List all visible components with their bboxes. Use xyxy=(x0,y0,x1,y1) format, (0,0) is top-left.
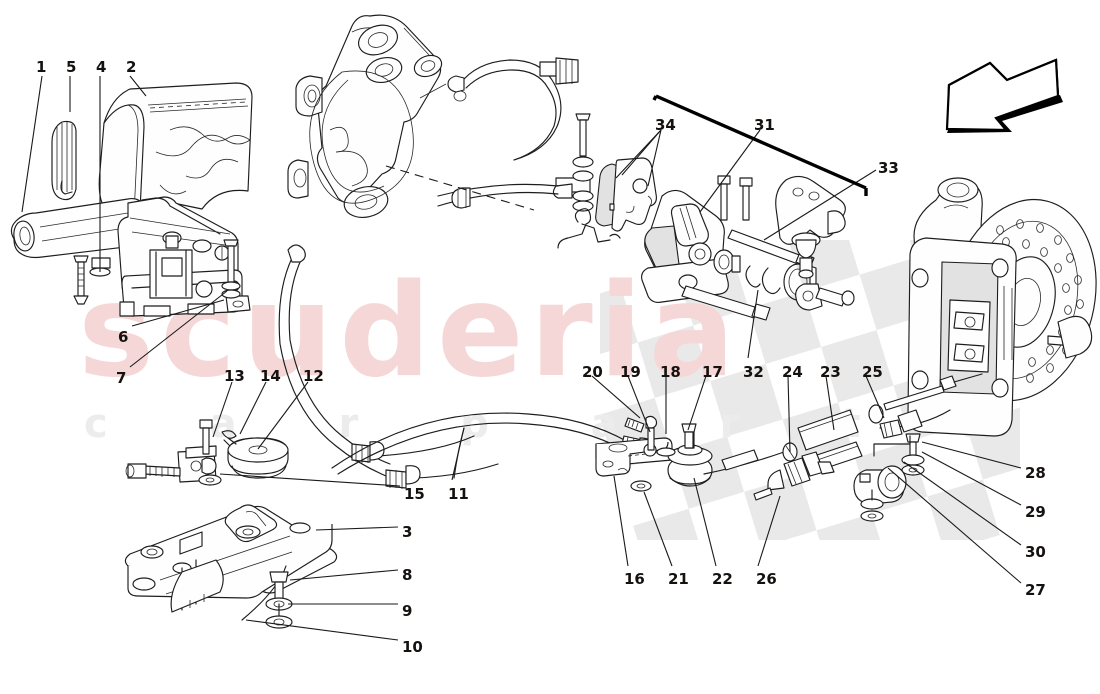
callout-number-24: 24 xyxy=(782,363,803,381)
leader-line-30 xyxy=(903,461,1022,546)
part-16-rod-bracket xyxy=(595,415,713,492)
callout-number-23: 23 xyxy=(820,363,841,381)
leader-line-12 xyxy=(257,381,309,450)
callout-number-6: 6 xyxy=(118,328,129,346)
leader-line-31 xyxy=(699,129,761,213)
part-31-handbrake-caliper xyxy=(641,175,855,321)
part-33-caliper-support-arm xyxy=(775,175,846,279)
callout-number-8: 8 xyxy=(402,566,413,584)
part-1-handbrake-lever xyxy=(10,196,251,317)
callout-number-32: 32 xyxy=(743,363,764,381)
leader-line-29 xyxy=(921,451,1022,506)
callout-34-bracket xyxy=(615,129,662,187)
leader-line-1 xyxy=(21,75,43,213)
callout-number-16: 16 xyxy=(624,570,645,588)
callout-leader-lines xyxy=(21,75,1022,641)
callout-number-18: 18 xyxy=(660,363,681,381)
leader-line-17 xyxy=(687,375,707,431)
leader-line-28 xyxy=(921,441,1022,469)
callout-number-28: 28 xyxy=(1025,464,1046,482)
suspension-knuckle xyxy=(287,14,467,218)
callout-number-30: 30 xyxy=(1025,543,1046,561)
leader-line-24 xyxy=(787,375,791,453)
callout-number-29: 29 xyxy=(1025,503,1046,521)
leader-line-21 xyxy=(643,491,673,567)
leader-line-11 xyxy=(451,427,465,481)
callout-number-20: 20 xyxy=(582,363,603,381)
brake-disc-and-caliper xyxy=(907,177,1097,437)
callout-number-22: 22 xyxy=(712,570,733,588)
leader-line-10 xyxy=(245,619,399,641)
callout-number-2: 2 xyxy=(126,58,137,76)
callout-number-26: 26 xyxy=(756,570,777,588)
leader-line-15 xyxy=(219,473,401,487)
part-12-equalizer-assembly xyxy=(125,419,289,486)
part-5-grip-sleeve xyxy=(51,120,77,201)
part-2-lever-boot-cover xyxy=(98,82,253,217)
leader-line-33 xyxy=(763,169,877,241)
callout-number-4: 4 xyxy=(96,58,107,76)
part-34-caliper-bracket xyxy=(595,157,657,232)
leader-line-19 xyxy=(627,375,651,433)
callout-number-31: 31 xyxy=(754,116,775,134)
part-3-crossmember xyxy=(124,504,338,629)
callout-number-27: 27 xyxy=(1025,581,1046,599)
leader-line-27 xyxy=(887,467,1022,584)
callout-number-33: 33 xyxy=(878,159,899,177)
callout-number-17: 17 xyxy=(702,363,723,381)
leader-line-2 xyxy=(129,75,147,97)
callout-number-15: 15 xyxy=(404,485,425,503)
leader-line-32 xyxy=(747,289,759,359)
leader-line-7 xyxy=(129,290,228,368)
callout-number-34: 34 xyxy=(655,116,676,134)
leader-line-8 xyxy=(289,569,399,581)
callout-number-3: 3 xyxy=(402,523,413,541)
direction-arrow xyxy=(945,58,1063,133)
callout-number-5: 5 xyxy=(66,58,77,76)
leader-line-22 xyxy=(693,477,717,567)
part-27-30-link-assembly xyxy=(853,433,925,522)
leader-line-6 xyxy=(131,299,225,327)
callout-31-bracket xyxy=(652,94,868,196)
callout-number-19: 19 xyxy=(620,363,641,381)
callout-number-1: 1 xyxy=(36,58,47,76)
callout-number-10: 10 xyxy=(402,638,423,656)
callout-number-21: 21 xyxy=(668,570,689,588)
callout-number-9: 9 xyxy=(402,602,413,620)
callout-number-12: 12 xyxy=(303,367,324,385)
part-23-24-25-adjuster xyxy=(703,373,983,501)
callout-number-13: 13 xyxy=(224,367,245,385)
leader-line-3 xyxy=(315,526,399,531)
leader-line-25 xyxy=(865,375,885,419)
leader-line-23 xyxy=(825,375,835,431)
leader-line-14 xyxy=(239,381,267,435)
callout-number-11: 11 xyxy=(448,485,469,503)
upper-brake-cable xyxy=(385,57,594,212)
leader-line-13 xyxy=(212,381,233,438)
leader-line-20 xyxy=(591,375,641,419)
callout-number-25: 25 xyxy=(862,363,883,381)
callout-number-7: 7 xyxy=(116,369,127,387)
part-4-pivot-screw xyxy=(73,255,111,305)
callout-number-14: 14 xyxy=(260,367,281,385)
retaining-spring-clip xyxy=(557,208,621,249)
leader-line-26 xyxy=(757,495,781,567)
leader-line-16 xyxy=(613,475,629,567)
